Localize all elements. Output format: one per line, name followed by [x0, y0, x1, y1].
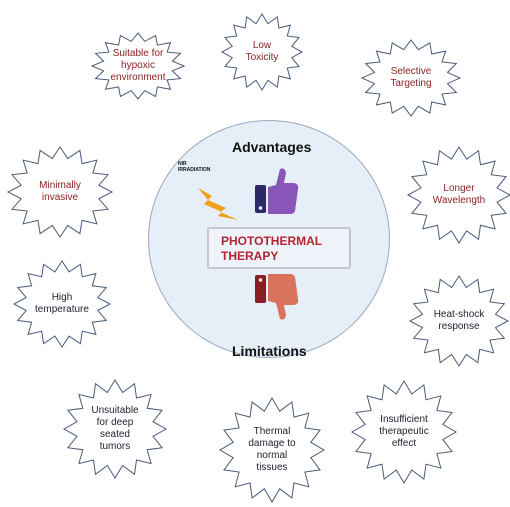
limitation-label: Heat-shock response — [433, 309, 485, 332]
limitation-label: Unsuitable for deep seated tumors — [91, 405, 139, 452]
advantage-label: Selective Targeting — [390, 66, 432, 89]
advantage-label: Longer Wavelength — [432, 183, 486, 206]
thumbs-up-icon — [255, 168, 299, 214]
starburst-shape — [406, 146, 510, 244]
advantages-heading: Advantages — [232, 139, 312, 155]
limitation-label: Thermal damage to normal tissues — [248, 426, 296, 473]
limitation-label: Insufficient therapeutic effect — [379, 414, 429, 449]
limitations-heading: Limitations — [232, 343, 307, 359]
nir-irradiation-label: NIR IRRADIATION — [178, 161, 211, 173]
center-title: PHOTOTHERMAL THERAPY — [221, 234, 323, 263]
starburst-shape — [350, 380, 458, 484]
limitation-label: High temperature — [35, 292, 89, 315]
thumbs-down-icon — [255, 274, 299, 320]
starburst-shape — [62, 379, 168, 479]
starburst-shape — [408, 275, 510, 367]
photothermal-therapy-box: PHOTOTHERMAL THERAPY — [207, 227, 351, 269]
starburst-shape — [220, 13, 304, 91]
starburst-shape — [219, 397, 325, 503]
starburst-shape — [6, 146, 114, 238]
advantage-label: Suitable for hypoxic environment — [110, 48, 166, 83]
advantage-label: Low Toxicity — [245, 40, 279, 63]
starburst-shape — [360, 39, 462, 117]
starburst-shape — [90, 32, 186, 100]
advantage-label: Minimally invasive — [39, 180, 81, 203]
lightning-icon — [198, 188, 238, 220]
starburst-shape — [12, 260, 112, 348]
